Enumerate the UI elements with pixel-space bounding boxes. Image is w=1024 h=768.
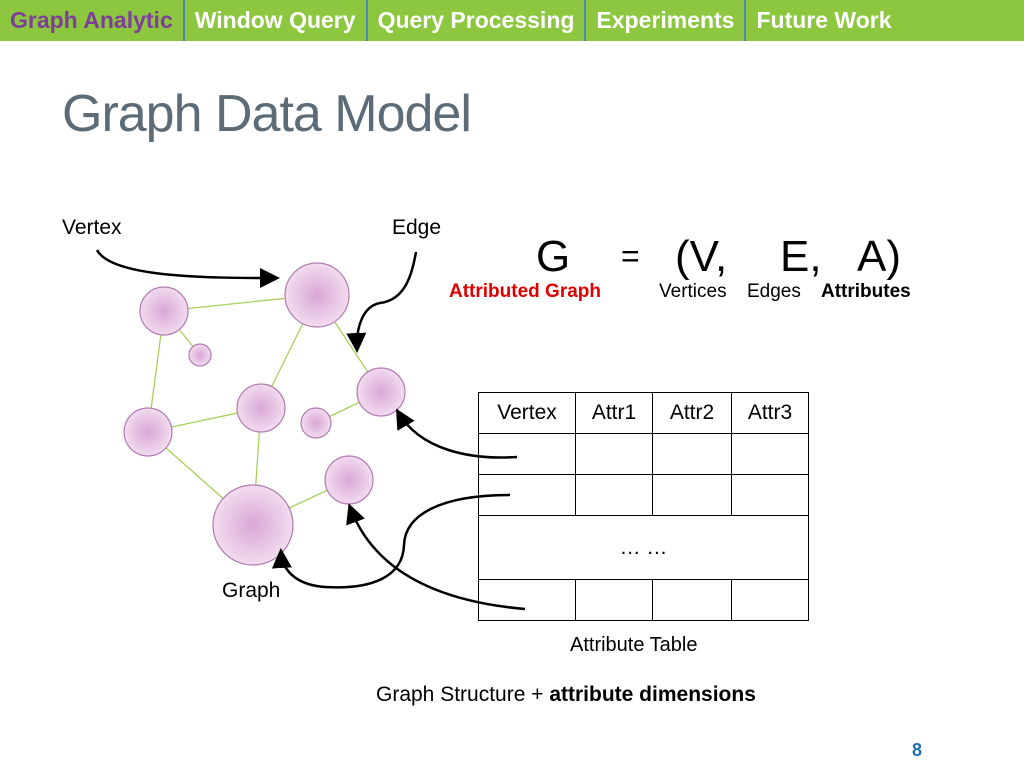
graph-vertex <box>284 262 350 328</box>
graph-vertex <box>188 343 212 367</box>
vertex-arrow <box>95 249 280 288</box>
table-header-attr1: Attr1 <box>575 392 653 434</box>
graph-vertex <box>324 455 374 505</box>
graph-vertex <box>123 407 173 457</box>
nav-tab-query-processing[interactable]: Query Processing <box>368 0 587 41</box>
graph-vertex <box>300 407 332 439</box>
table-cell <box>652 433 732 475</box>
table-row <box>478 579 809 621</box>
attributed-graph-caption: Attributed Graph <box>449 281 601 302</box>
nav-tab-window-query[interactable]: Window Query <box>185 0 368 41</box>
attribute-table-caption: Attribute Table <box>570 634 698 656</box>
footer-structure-text: Graph Structure + <box>376 683 550 706</box>
footer-dimensions-text: attribute dimensions <box>549 683 756 706</box>
graph-vertex <box>139 286 189 336</box>
graph-vertex <box>356 367 406 417</box>
nav-tab-graph-analytic[interactable]: Graph Analytic <box>0 0 185 41</box>
page-number: 8 <box>912 740 923 760</box>
table-cell <box>731 474 809 516</box>
table-cell <box>575 474 653 516</box>
table-row <box>478 433 809 475</box>
vertex-label: Vertex <box>62 216 122 239</box>
table-cell <box>652 474 732 516</box>
table-header-vertex: Vertex <box>478 392 576 434</box>
attributes-caption: Attributes <box>821 281 911 302</box>
table-ellipsis-row: … … <box>478 515 809 580</box>
table-cell <box>478 433 576 475</box>
top-nav-bar: Graph Analytic Window Query Query Proces… <box>0 0 1024 41</box>
formula-v: (V, <box>675 232 728 281</box>
formula-g: G <box>536 232 571 281</box>
table-cell <box>575 579 653 621</box>
nav-tab-future-work[interactable]: Future Work <box>756 7 892 33</box>
nav-tab-experiments[interactable]: Experiments <box>586 0 747 41</box>
formula-e: E, <box>780 232 822 281</box>
edge-arrow <box>346 251 418 353</box>
attribute-table: Vertex Attr1 Attr2 Attr3 … … <box>478 392 809 621</box>
slide-title: Graph Data Model <box>62 85 472 143</box>
edge-label: Edge <box>392 216 442 239</box>
edges-caption: Edges <box>747 281 801 302</box>
graph-vertices <box>123 262 406 566</box>
table-cell <box>478 579 576 621</box>
table-header-attr2: Attr2 <box>652 392 732 434</box>
graph-label: Graph <box>222 579 281 602</box>
footer-statement: Graph Structure + attribute dimensions <box>376 683 756 707</box>
table-cell <box>478 474 576 516</box>
graph-vertex <box>212 484 294 566</box>
table-cell <box>652 579 732 621</box>
table-cell <box>731 579 809 621</box>
graph-vertex <box>236 383 286 433</box>
table-header-attr3: Attr3 <box>731 392 809 434</box>
vertices-caption: Vertices <box>659 281 727 302</box>
formula-a: A) <box>857 232 901 281</box>
formula-equals: = <box>621 238 640 274</box>
table-cell <box>731 433 809 475</box>
table-cell <box>575 433 653 475</box>
table-row-arrow-2 <box>271 493 511 589</box>
table-header-row: Vertex Attr1 Attr2 Attr3 <box>478 392 809 434</box>
table-ellipsis: … … <box>478 515 809 580</box>
table-row <box>478 474 809 516</box>
